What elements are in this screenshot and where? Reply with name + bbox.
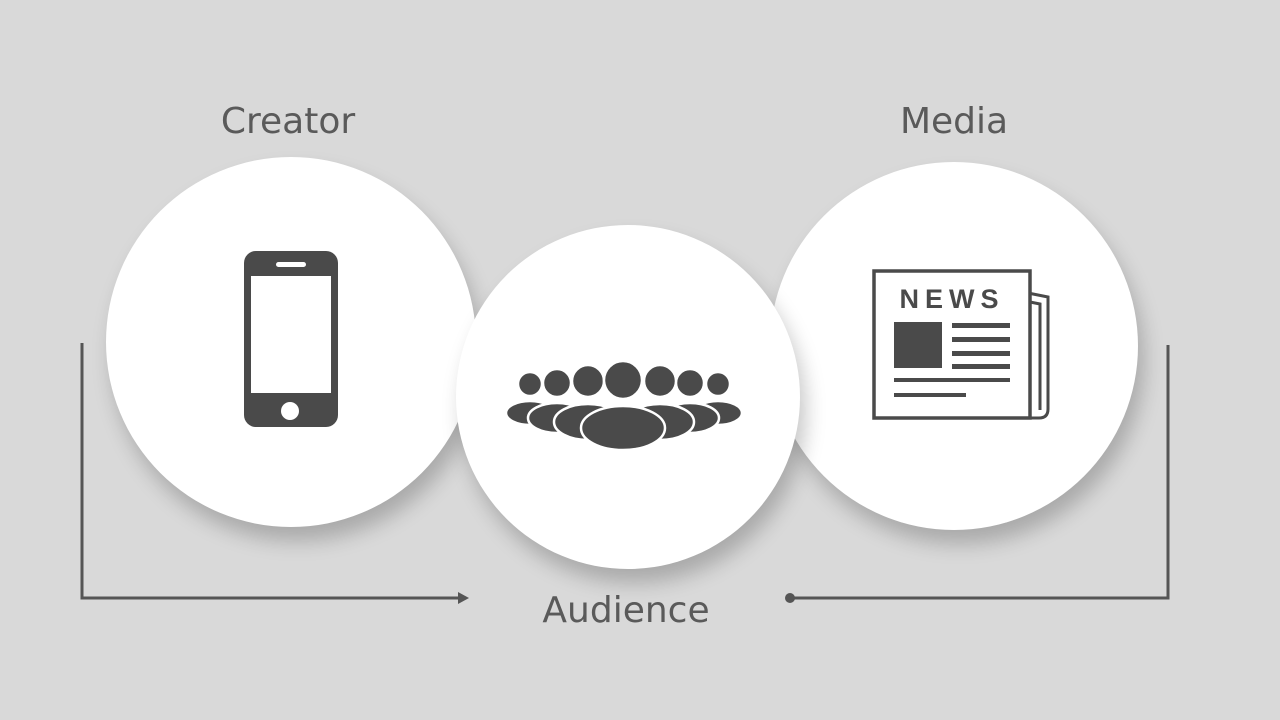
creator-label: Creator [220, 101, 356, 142]
smartphone-icon [244, 251, 338, 427]
news-text: NEWS [900, 284, 1005, 314]
audience-label: Audience [542, 590, 710, 631]
crowd-icon [504, 359, 744, 452]
creator-to-audience-arrow [80, 343, 469, 604]
newspaper-icon: NEWS [872, 269, 1050, 420]
media-to-audience-arrow [785, 345, 1170, 603]
media-label: Media [899, 101, 1009, 142]
